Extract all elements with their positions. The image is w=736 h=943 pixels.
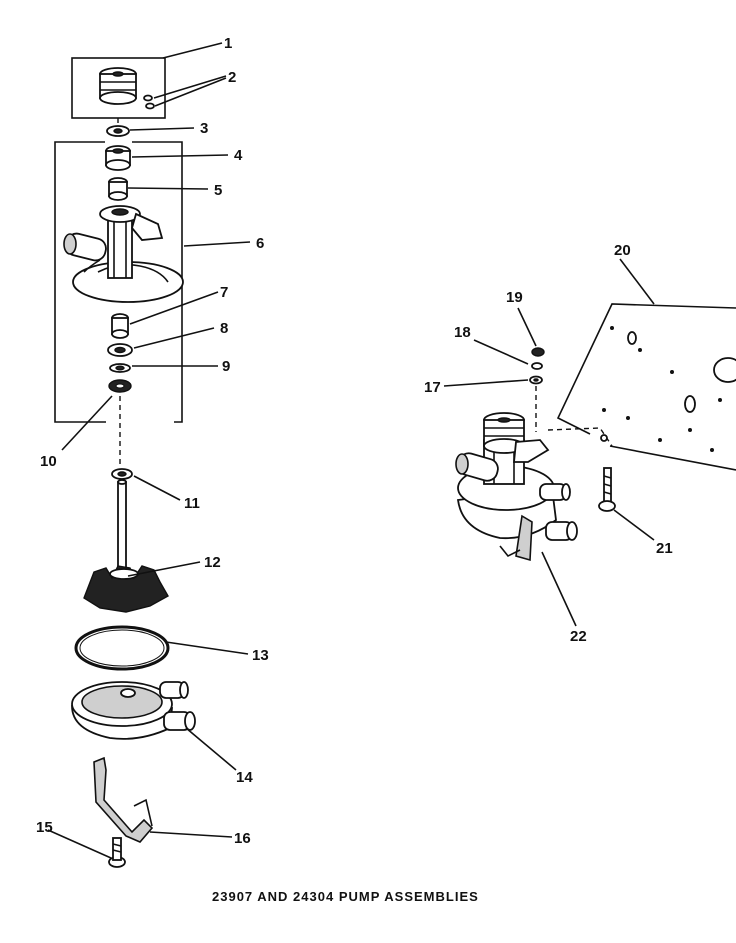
- part-15-screw: [108, 837, 126, 868]
- callout-numbers: 1 2 3 4 5 6 7 8 9 10 11 12 13 14 15 16 1…: [36, 35, 673, 847]
- part-8-seal: [107, 343, 133, 357]
- callout-22: 22: [570, 628, 587, 645]
- callout-2: 2: [228, 69, 236, 86]
- pump-cover-upper: [63, 205, 184, 303]
- part-13-o-ring: [74, 625, 170, 671]
- callout-14: 14: [236, 769, 253, 786]
- callout-13: 13: [252, 647, 269, 664]
- callout-21: 21: [656, 540, 673, 557]
- part-16-clamp: [93, 756, 154, 843]
- callout-20: 20: [614, 242, 631, 259]
- leader-lines: [47, 42, 655, 859]
- callout-8: 8: [220, 320, 228, 337]
- part-1-pulley-box: [71, 57, 166, 119]
- part-14-pump-housing: [71, 681, 196, 740]
- part-7-tube: [111, 313, 129, 339]
- callout-6: 6: [256, 235, 264, 252]
- parts-17-19-fasteners: [529, 347, 545, 432]
- part-20-mounting-plate: [547, 303, 736, 471]
- callout-4: 4: [234, 147, 243, 164]
- part-12-impeller: [83, 479, 169, 613]
- part-21-screw: [598, 467, 616, 512]
- callout-5: 5: [214, 182, 222, 199]
- callout-3: 3: [200, 120, 208, 137]
- part-5-sleeve: [108, 177, 128, 201]
- part-10-bearing: [108, 379, 132, 393]
- diagram-caption: 23907 AND 24304 PUMP ASSEMBLIES: [212, 889, 479, 904]
- callout-15: 15: [36, 819, 53, 836]
- part-3-washer: [106, 125, 130, 137]
- callout-9: 9: [222, 358, 230, 375]
- part-4-bushing: [105, 145, 131, 171]
- callout-1: 1: [224, 35, 232, 52]
- callout-11: 11: [184, 495, 200, 512]
- part-11-washer: [111, 468, 133, 480]
- callout-18: 18: [454, 324, 471, 341]
- callout-7: 7: [220, 284, 228, 301]
- part-9-washer: [109, 363, 131, 373]
- part-2-set-screws: [143, 94, 155, 110]
- callout-12: 12: [204, 554, 221, 571]
- part-22-assembled-pump: [455, 412, 578, 562]
- callout-16: 16: [234, 830, 251, 847]
- callout-10: 10: [40, 453, 57, 470]
- callout-19: 19: [506, 289, 523, 306]
- callout-17: 17: [424, 379, 441, 396]
